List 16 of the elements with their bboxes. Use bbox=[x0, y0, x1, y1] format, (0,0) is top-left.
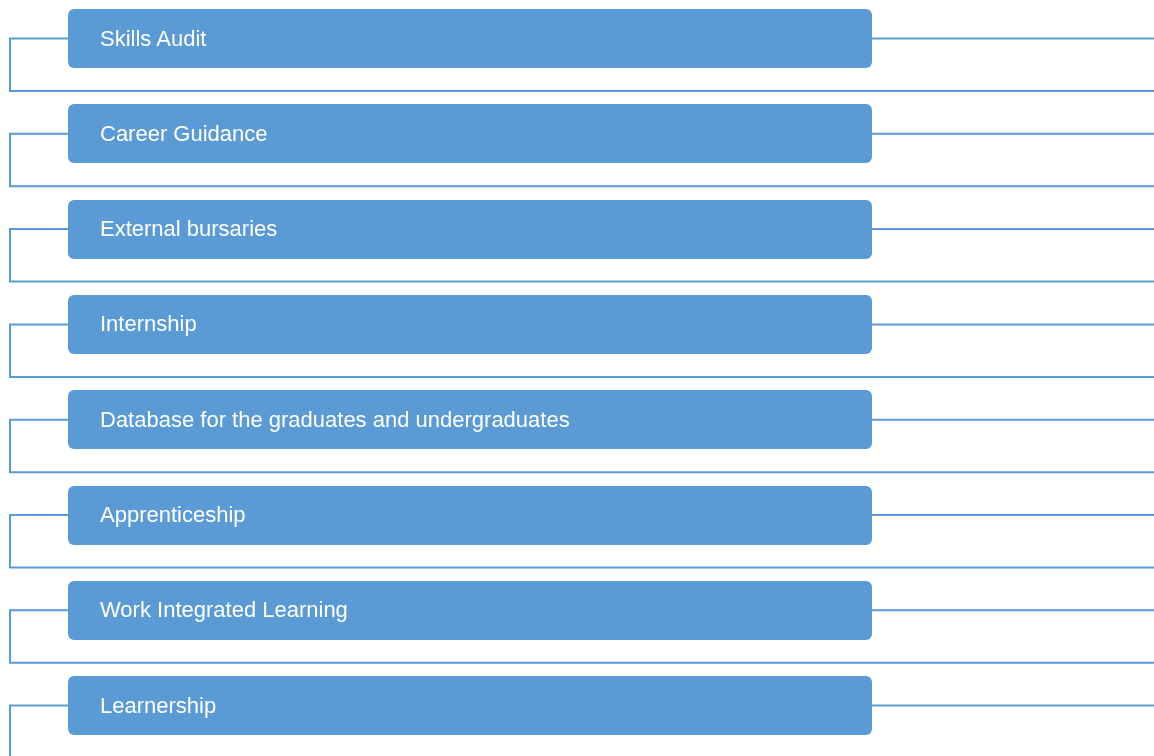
item-label: Career Guidance bbox=[100, 120, 268, 147]
item-label: Learnership bbox=[100, 692, 217, 719]
list-item-box bbox=[68, 294, 872, 354]
item-label: Database for the graduates and undergraduates bbox=[100, 406, 570, 433]
list-item-box bbox=[68, 485, 872, 545]
list-item-box bbox=[68, 104, 872, 164]
item-label: Internship bbox=[100, 311, 197, 338]
item-label: External bursaries bbox=[100, 216, 278, 243]
list-item-box bbox=[68, 199, 872, 259]
item-label: Apprenticeship bbox=[100, 502, 246, 528]
list-item-box bbox=[68, 580, 872, 640]
list-item-box bbox=[68, 390, 872, 450]
list-item-box bbox=[68, 676, 872, 736]
item-label: Work Integrated Learning bbox=[100, 597, 348, 624]
list-item-box bbox=[68, 9, 872, 68]
item-label: Skills Audit bbox=[100, 25, 207, 52]
